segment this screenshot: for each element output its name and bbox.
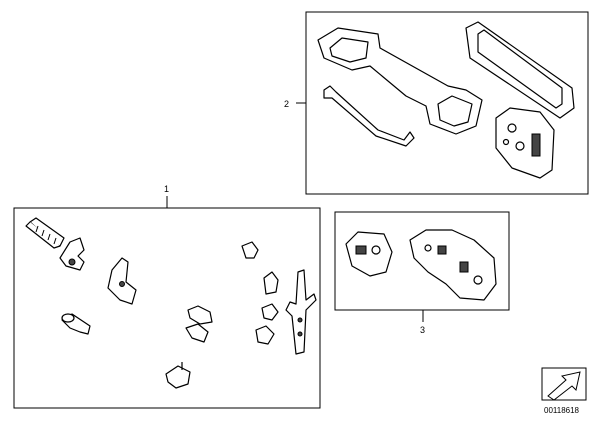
arrow-corner-icon xyxy=(541,367,587,401)
lever-part[interactable] xyxy=(285,269,317,355)
clip-part-e[interactable] xyxy=(263,271,279,295)
elbow-connector-part[interactable] xyxy=(59,237,85,271)
seal-foam-block-part[interactable] xyxy=(495,107,555,179)
bracket-arm-part[interactable] xyxy=(107,257,137,305)
clip-part-a[interactable] xyxy=(187,305,213,325)
clip-part-b[interactable] xyxy=(185,323,209,343)
housing-large-part[interactable] xyxy=(409,229,497,301)
clip-part-d[interactable] xyxy=(241,241,259,259)
callout-label-2: 2 xyxy=(284,99,289,109)
clip-part-c[interactable] xyxy=(165,362,191,389)
group-3-housing[interactable]: 3 xyxy=(334,211,510,335)
housing-small-part[interactable] xyxy=(345,231,393,277)
seal-strip-part[interactable] xyxy=(323,85,415,147)
clip-part-g[interactable] xyxy=(255,325,275,345)
seal-frame-part[interactable] xyxy=(317,27,483,135)
diagram-number: 00118618 xyxy=(544,406,580,415)
seal-ring-part[interactable] xyxy=(465,21,575,119)
group-2-seals[interactable]: 2 xyxy=(284,11,589,195)
threaded-rod-part[interactable] xyxy=(25,217,65,249)
callout-label-1: 1 xyxy=(164,184,169,194)
clip-part-f[interactable] xyxy=(261,303,279,321)
group-3-frame xyxy=(334,211,510,311)
callout-label-3: 3 xyxy=(420,325,425,335)
group-1-small-parts[interactable]: 1 xyxy=(13,184,321,409)
plug-part[interactable] xyxy=(61,313,91,335)
